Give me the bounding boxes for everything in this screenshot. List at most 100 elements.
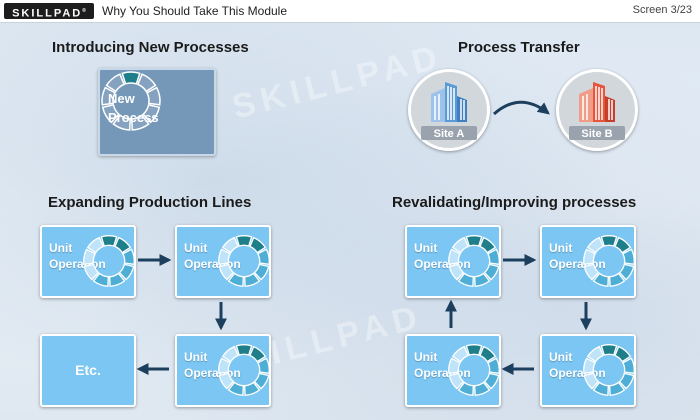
ring-segment (136, 73, 157, 93)
site-a-label: Site A (433, 128, 465, 140)
new-process-label: New (108, 91, 135, 106)
ring-segment (622, 357, 635, 375)
ring-segment (451, 236, 469, 254)
ring-segment (218, 357, 231, 375)
site-b-label: Site B (581, 128, 613, 140)
segmented-ring-icon (83, 235, 135, 287)
ring-segment (227, 272, 244, 287)
ring-segment (253, 263, 270, 281)
ring-segment (218, 372, 235, 390)
unit-label: Unit (414, 350, 438, 364)
ring-segment (92, 272, 109, 287)
ring-segment (487, 248, 500, 266)
ring-segment (600, 344, 618, 356)
unit-label: Unit (414, 241, 438, 255)
ring-segment (487, 357, 500, 375)
ring-segment (451, 345, 469, 363)
ring-segment (121, 71, 141, 85)
ring-segment (131, 114, 150, 131)
ring-segment (101, 86, 117, 106)
heading-process-transfer: Process Transfer (458, 39, 580, 56)
ring-segment (465, 344, 483, 356)
ring-segment (483, 263, 500, 281)
ring-segment (583, 357, 596, 375)
ring-segment (100, 235, 118, 247)
ring-segment (235, 235, 253, 247)
ring-segment (249, 345, 267, 363)
segmented-ring-icon (583, 235, 635, 287)
ring-segment (583, 248, 596, 266)
ring-segment (586, 345, 604, 363)
ring-segment (118, 263, 135, 281)
heading-revalidating: Revalidating/Improving processes (392, 194, 637, 211)
ring-segment (448, 263, 465, 281)
unit-label: Unit (549, 241, 573, 255)
ring-segment (600, 235, 618, 247)
ring-segment (257, 357, 270, 375)
ring-segment (457, 381, 474, 396)
ring-segment (618, 263, 635, 281)
segmented-ring-icon (583, 344, 635, 396)
ring-segment (218, 248, 231, 266)
ring-segment (227, 381, 244, 396)
ring-segment (583, 263, 600, 281)
ring-segment (114, 236, 132, 254)
module-title: Why You Should Take This Module (102, 4, 288, 18)
flow-arrows (136, 100, 592, 375)
unit-label: Unit (49, 241, 73, 255)
building-icon (579, 82, 615, 122)
ring-segment (105, 73, 126, 93)
ring-segment (86, 236, 104, 254)
ring-segment (479, 345, 497, 363)
ring-segment (101, 104, 120, 124)
ring-segment (249, 236, 267, 254)
ring-segment (244, 272, 261, 287)
segmented-ring-icon (101, 71, 161, 131)
ring-segment (622, 248, 635, 266)
ring-segment (457, 272, 474, 287)
ring-segment (609, 381, 626, 396)
etc-box: Etc. (40, 334, 136, 407)
ring-segment (609, 272, 626, 287)
ring-segment (583, 372, 600, 390)
ring-segment (109, 272, 126, 287)
site-b-circle: Site B (556, 69, 638, 151)
ring-segment (474, 381, 491, 396)
new-process-label: Process (108, 110, 159, 125)
ring-segment (614, 236, 632, 254)
ring-segment (586, 236, 604, 254)
building-icon (431, 82, 467, 122)
ring-segment (145, 86, 161, 106)
ring-segment (83, 263, 100, 281)
segmented-ring-icon (448, 344, 500, 396)
ring-segment (257, 248, 270, 266)
ring-segment (235, 344, 253, 356)
unit-label: Unit (184, 241, 208, 255)
ring-segment (448, 357, 461, 375)
ring-segment (142, 104, 161, 124)
arrow-icon (493, 100, 550, 116)
ring-segment (592, 381, 609, 396)
unit-label: Unit (549, 350, 573, 364)
ring-segment (122, 248, 135, 266)
heading-expanding: Expanding Production Lines (48, 194, 252, 211)
screen-counter: Screen 3/23 (632, 4, 692, 16)
unit-label: Unit (184, 350, 208, 364)
ring-segment (253, 372, 270, 390)
site-a-circle: Site A (408, 69, 490, 151)
heading-introducing: Introducing New Processes (52, 39, 249, 56)
skillpad-logo: SKILLPAD® (4, 3, 94, 20)
ring-segment (448, 248, 461, 266)
ring-segment (112, 114, 131, 131)
segmented-ring-icon (448, 235, 500, 287)
ring-segment (221, 236, 239, 254)
ring-segment (614, 345, 632, 363)
